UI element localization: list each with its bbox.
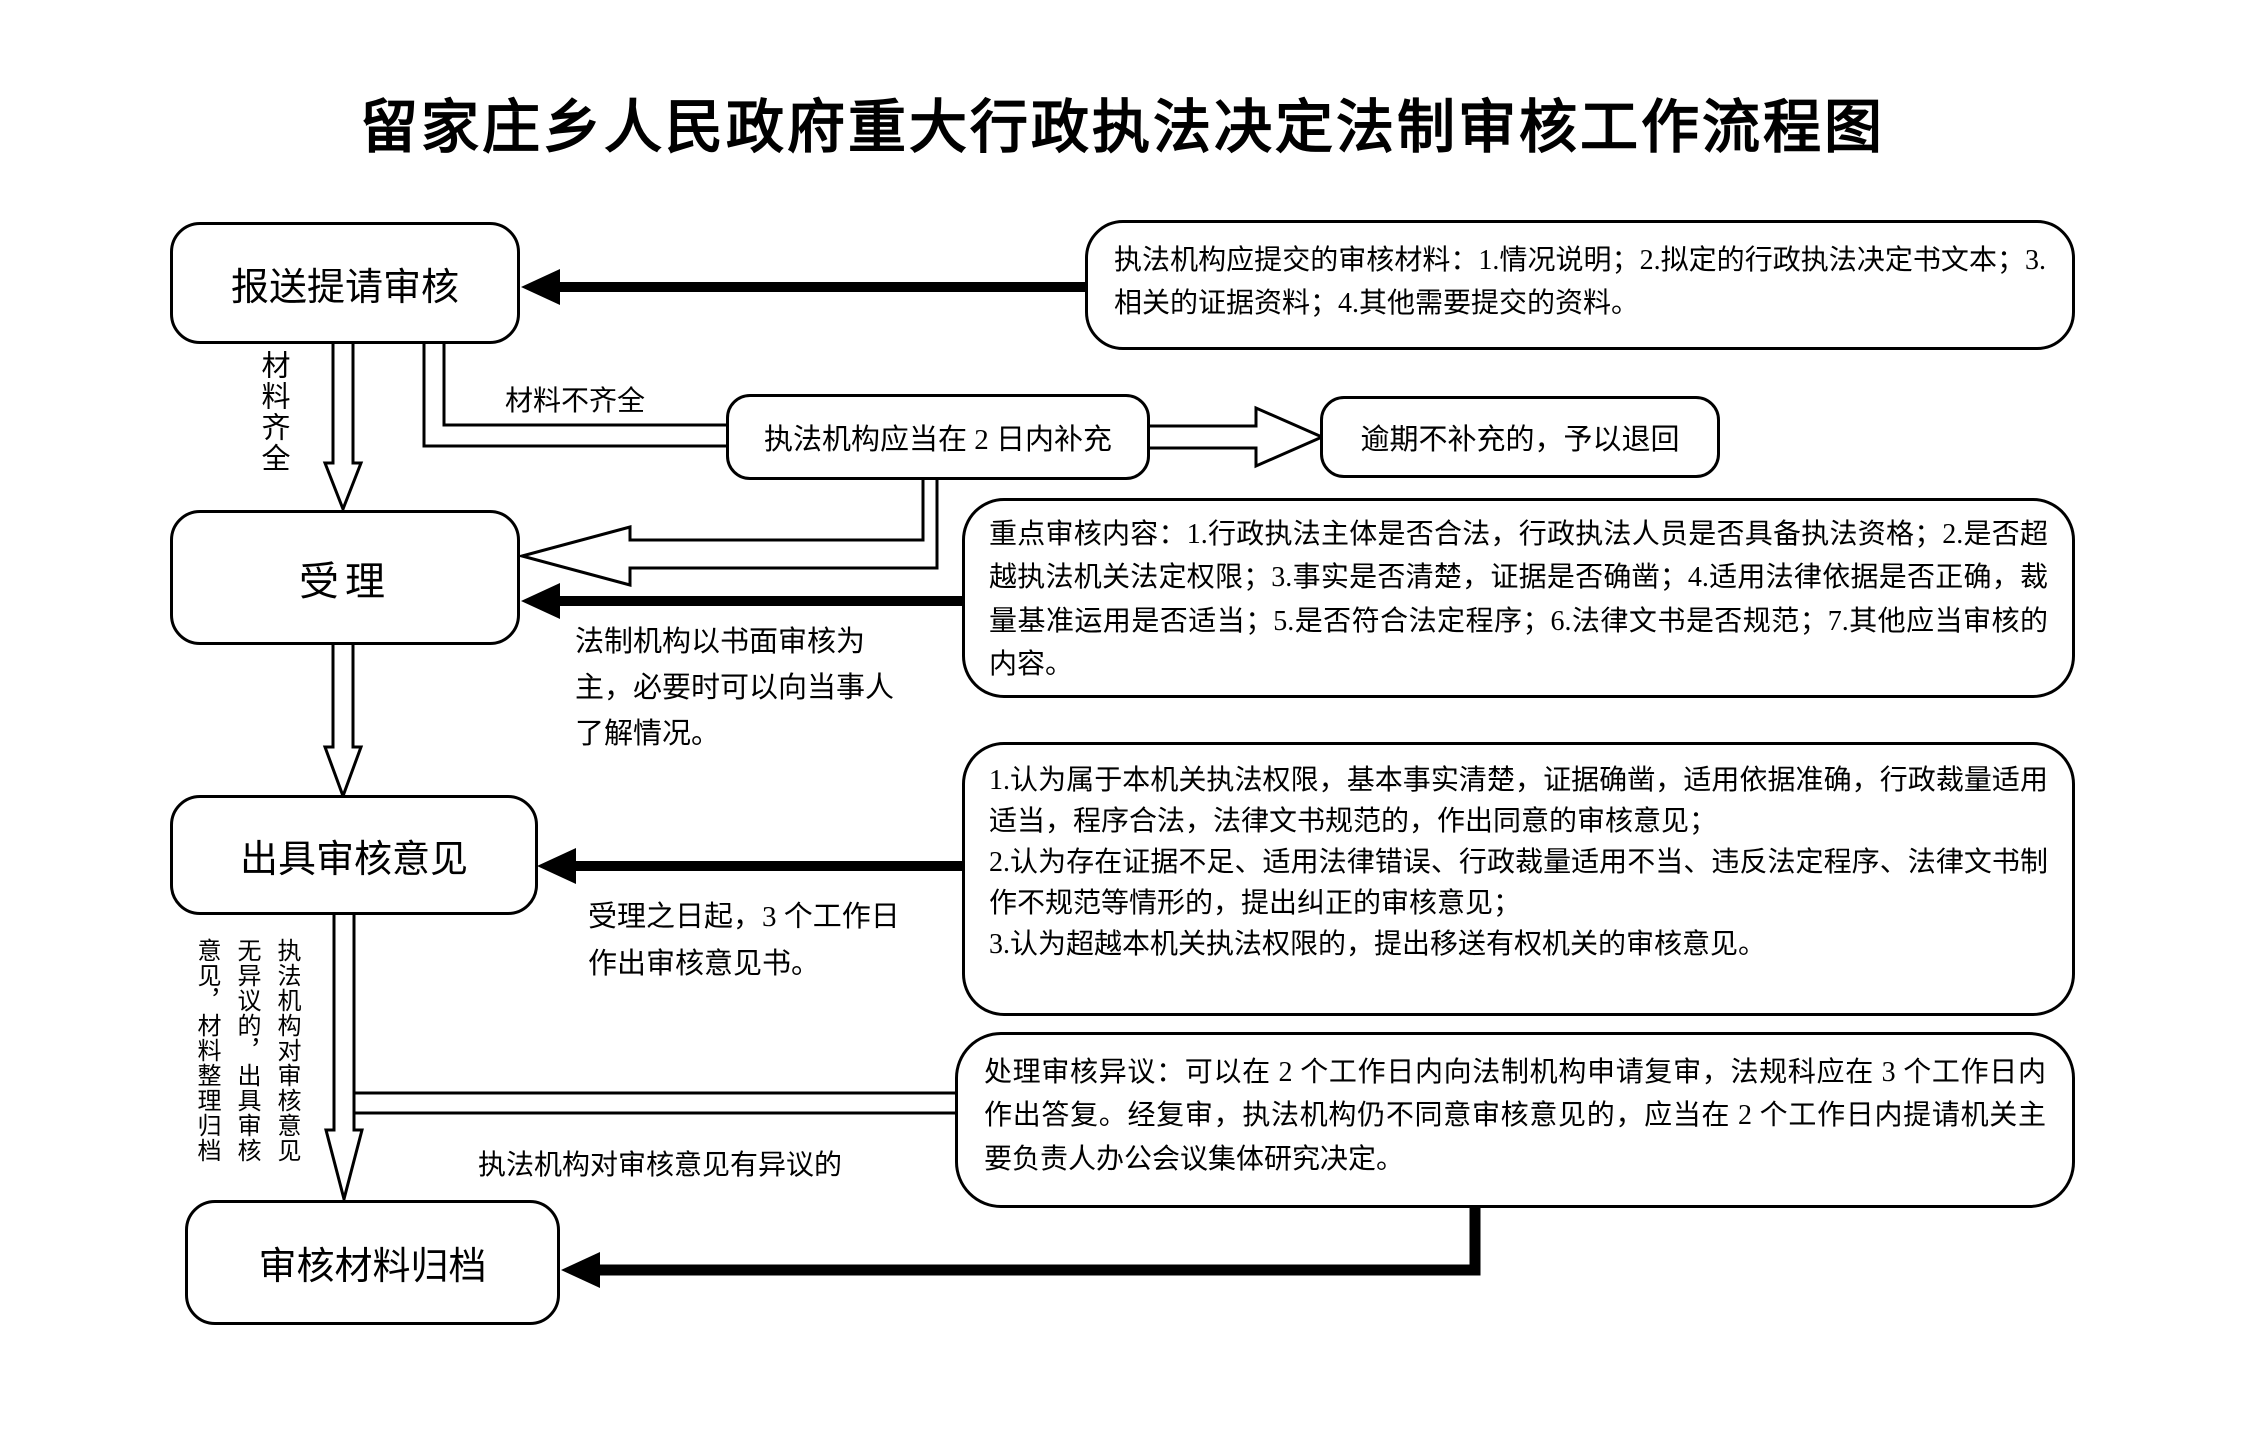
arrow-submit-to-accept — [322, 340, 364, 514]
label-deadline: 受理之日起，3 个工作日作出审核意见书。 — [588, 901, 900, 980]
label-no-objection-col1: 执法机构对审核意见 — [273, 938, 299, 1163]
node-accept: 受理 — [170, 510, 520, 645]
connector-objection-channel — [352, 1091, 959, 1115]
label-materials-incomplete: 材料不齐全 — [505, 386, 646, 417]
arrow-review-points-to-accept — [521, 583, 962, 619]
label-no-objection-col3: 意见，材料整理归档 — [193, 938, 219, 1163]
label-materials-complete: 材料齐全 — [257, 350, 289, 474]
info-materials: 执法机构应提交的审核材料：1.情况说明；2.拟定的行政执法决定书文本；3.相关的… — [1085, 220, 2075, 350]
arrow-accept-to-opinion — [322, 640, 364, 801]
arrow-opinion-to-archive — [324, 910, 364, 1205]
label-no-objection: 执法机构对审核意见 无异议的，出具审核 意见，材料整理归档 — [186, 938, 306, 1188]
arrow-supplement-to-accept — [516, 474, 939, 587]
arrow-opinion-types-to-opinion — [537, 848, 962, 884]
node-return: 逾期不补充的，予以退回 — [1320, 396, 1720, 478]
info-objection: 处理审核异议：可以在 2 个工作日内向法制机构申请复审，法规科应在 3 个工作日… — [955, 1032, 2075, 1208]
arrowhead-objection-to-archive — [561, 1252, 600, 1288]
label-has-objection: 执法机构对审核意见有异议的 — [478, 1150, 843, 1181]
arrow-supplement-to-return — [1146, 405, 1326, 469]
label-written-review: 法制机构以书面审核为主，必要时可以向当事人了解情况。 — [575, 626, 895, 750]
page-title: 留家庄乡人民政府重大行政执法决定法制审核工作流程图 — [359, 95, 1885, 160]
arrow-materials-to-submit — [521, 269, 1085, 305]
node-archive: 审核材料归档 — [185, 1200, 560, 1325]
node-opinion: 出具审核意见 — [170, 795, 538, 915]
connector-objection-to-archive — [600, 1206, 1481, 1276]
info-review-points: 重点审核内容：1.行政执法主体是否合法，行政执法人员是否具备执法资格；2.是否超… — [962, 498, 2075, 698]
info-opinion-types: 1.认为属于本机关执法权限，基本事实清楚，证据确凿，适用依据准确，行政裁量适用适… — [962, 742, 2075, 1016]
node-submit: 报送提请审核 — [170, 222, 520, 344]
label-no-objection-col2: 无异议的，出具审核 — [233, 938, 259, 1163]
node-supplement: 执法机构应当在 2 日内补充 — [726, 394, 1150, 480]
